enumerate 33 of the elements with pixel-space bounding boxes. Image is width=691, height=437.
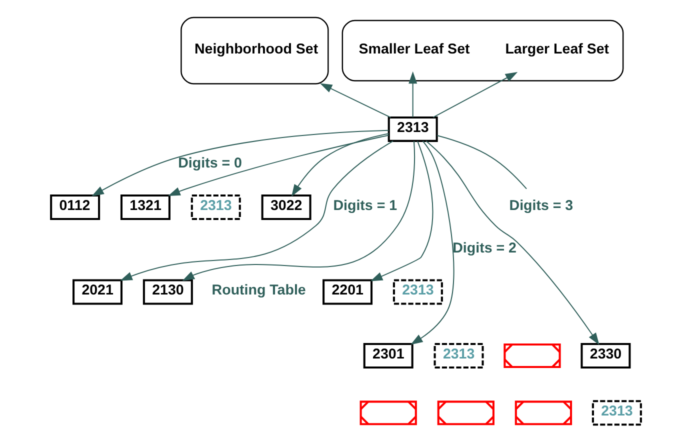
node-box: 2330 <box>580 343 630 368</box>
arrow <box>182 141 415 281</box>
node-box: 2301 <box>362 343 413 368</box>
label: Routing Table <box>211 282 306 299</box>
edge-label: Digits = 1 <box>332 198 397 214</box>
arrow <box>290 133 388 197</box>
arrow <box>120 140 393 281</box>
node-box: 3022 <box>260 194 311 220</box>
arrow <box>91 130 388 196</box>
node-box: 2313 <box>392 279 442 305</box>
node-box: 2021 <box>72 279 122 305</box>
arrow <box>370 140 433 282</box>
node-text: Smaller Leaf Set <box>358 41 470 58</box>
node-box: 0112 <box>50 194 100 220</box>
node-box: 2313 <box>591 400 642 426</box>
node-box: Neighborhood Set <box>180 16 328 84</box>
edge-label: Digits = 2 <box>452 240 516 256</box>
arrow <box>319 83 390 118</box>
node-text: Digits = 3 <box>508 198 573 214</box>
arrow <box>432 72 518 118</box>
node-box: 2130 <box>142 279 192 305</box>
edge-label: Digits = 0 <box>178 156 242 172</box>
arrow <box>168 134 388 196</box>
node-box: 2313 <box>387 116 438 142</box>
node-box: 2313 <box>190 194 240 220</box>
arrow <box>425 140 599 345</box>
arrow <box>408 71 417 118</box>
connector <box>436 135 526 190</box>
arrow <box>410 140 454 345</box>
node-text: Larger Leaf Set <box>504 41 609 58</box>
node-box: 1321 <box>120 194 170 220</box>
node-box: 2313 <box>433 343 484 368</box>
node-box: 2201 <box>322 279 372 305</box>
